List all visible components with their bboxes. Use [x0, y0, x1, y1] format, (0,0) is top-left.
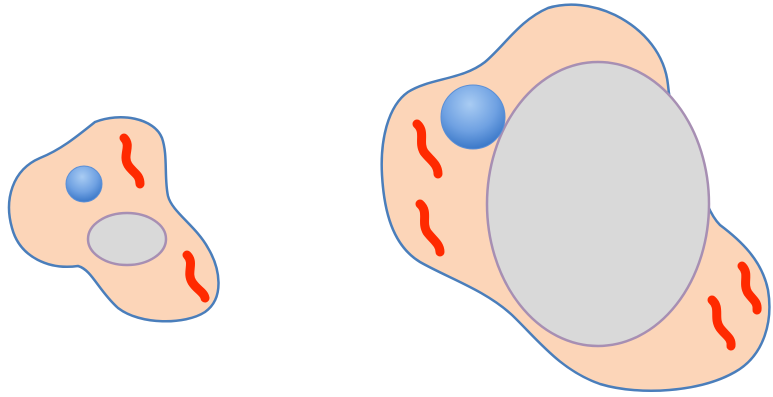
large-cell-vacuole	[487, 62, 709, 346]
small-cell-nucleus	[66, 166, 102, 202]
large-cell-nucleus	[441, 85, 505, 149]
large-cell	[382, 5, 770, 391]
small-cell	[9, 117, 218, 321]
small-cell-vacuole	[88, 213, 166, 265]
